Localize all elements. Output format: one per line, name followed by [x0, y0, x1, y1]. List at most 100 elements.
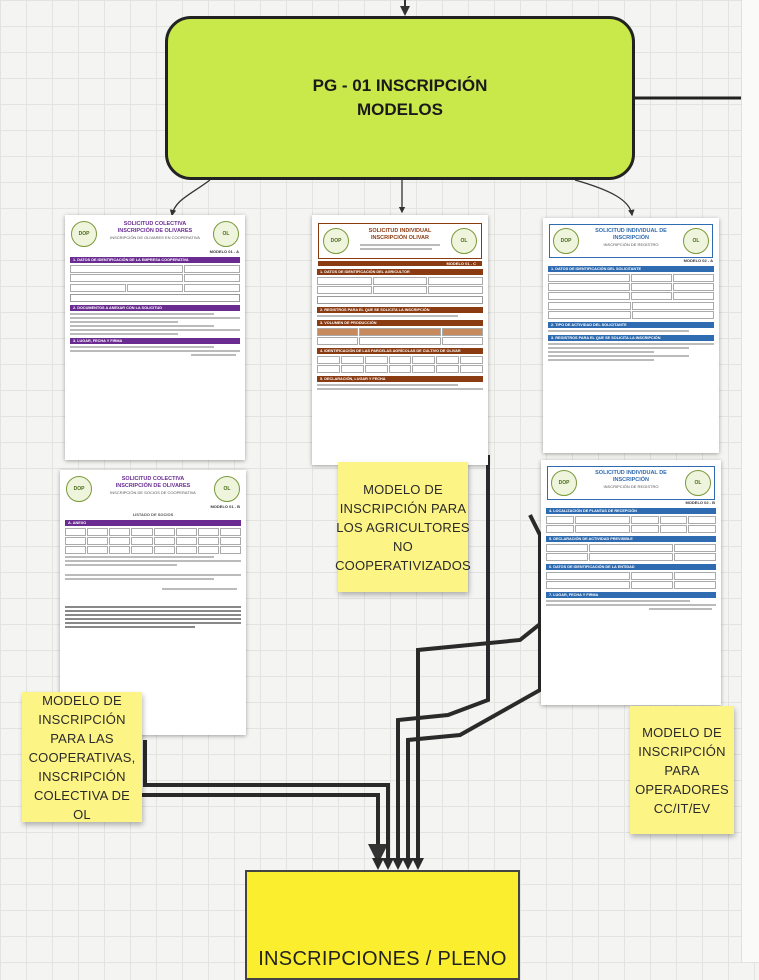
- main-process-node[interactable]: PG - 01 INSCRIPCIÓN MODELOS: [165, 16, 635, 180]
- farmer-prod-table: [317, 328, 483, 345]
- coop-fields: [70, 265, 240, 282]
- dense-text: [65, 606, 241, 608]
- coop-field: [70, 294, 240, 302]
- operator-form-1-thumbnail[interactable]: DOP SOLICITUD INDIVIDUAL DE INSCRIPCIÓN …: [543, 218, 719, 453]
- text-line: [360, 244, 440, 246]
- sticky-cooperativas-text: MODELO DE INSCRIPCIÓN PARA LAS COOPERATI…: [28, 692, 136, 822]
- dense-text: [65, 610, 241, 612]
- annex-subtitle: LISTADO DE SOCIOS: [132, 512, 174, 517]
- text-line: [65, 564, 177, 566]
- text-line: [317, 315, 458, 317]
- coop-section-1: 1. DATOS DE IDENTIFICACIÓN DE LA EMPRESA…: [70, 257, 240, 263]
- oper2-section-2: 5. DECLARACIÓN DE ACTIVIDAD PREVISIBLE: [546, 536, 716, 542]
- oper2-section-1: 4. LOCALIZACIÓN DE PLANTAS DE RECEPCIÓN: [546, 508, 716, 514]
- inscripciones-pleno-node[interactable]: INSCRIPCIONES / PLENO: [245, 870, 520, 980]
- coop-annex-thumbnail[interactable]: DOP SOLICITUD COLECTIVA INSCRIPCIÓN DE O…: [60, 470, 246, 735]
- oper2-code: MODELO 02 - B: [685, 500, 715, 505]
- annex-section-1: A. ANEXO: [65, 520, 241, 526]
- text-line: [548, 330, 689, 332]
- oper1-section-3: 3. REGISTROS PARA EL QUE SE SOLICITA LA …: [548, 335, 714, 341]
- farmer-form-thumbnail[interactable]: DOP SOLICITUD INDIVIDUAL INSCRIPCIÓN OLI…: [312, 215, 488, 465]
- text-line: [191, 354, 236, 356]
- farmer-parcel-table: [317, 356, 483, 373]
- olive-seal-icon: DOP: [551, 470, 577, 496]
- farmer-section-1: 1. DATOS DE IDENTIFICACIÓN DEL AGRICULTO…: [317, 269, 483, 275]
- oper2-title-2: INSCRIPCIÓN DE REGISTRO: [603, 484, 659, 489]
- farmer-section-5: 5. DECLARACIÓN, LUGAR Y FECHA: [317, 376, 483, 382]
- text-line: [70, 325, 214, 327]
- dense-text: [65, 618, 241, 620]
- farmer-fields: [317, 277, 483, 294]
- sticky-note-cooperativas[interactable]: MODELO DE INSCRIPCIÓN PARA LAS COOPERATI…: [22, 692, 142, 822]
- farmer-section-4: 4. IDENTIFICACIÓN DE LAS PARCELAS AGRÍCO…: [317, 348, 483, 354]
- olive-seal-icon: DOP: [323, 228, 349, 254]
- operator-form-2-thumbnail[interactable]: DOP SOLICITUD INDIVIDUAL DE INSCRIPCIÓN …: [541, 460, 721, 705]
- text-line: [548, 355, 689, 357]
- text-line: [70, 350, 240, 352]
- olive-logo-icon: OL: [685, 470, 711, 496]
- text-line: [70, 333, 178, 335]
- coop-form-thumbnail[interactable]: DOP SOLICITUD COLECTIVA INSCRIPCIÓN DE O…: [65, 215, 245, 460]
- annex-title-3: INSCRIPCIÓN DE SOCIOS DE COOPERATIVA: [110, 490, 196, 495]
- text-line: [70, 329, 240, 331]
- text-line: [65, 574, 241, 576]
- text-line: [548, 347, 689, 349]
- sticky-agricultores-text: MODELO DE INSCRIPCIÓN PARA LOS AGRICULTO…: [335, 481, 471, 573]
- oper2-plant-table: [546, 516, 716, 533]
- olive-logo-icon: OL: [683, 228, 709, 254]
- coop-code: MODELO 01 - A: [209, 249, 239, 254]
- coop-fields-2: [70, 284, 240, 292]
- branch-arrows: [169, 179, 635, 217]
- oper1-section-2: 2. TIPO DE ACTIVIDAD DEL SOLICITANTE: [548, 322, 714, 328]
- coop-title-3: INSCRIPCIÓN DE OLIVARES EN COOPERATIVA: [110, 235, 200, 240]
- annex-table: [65, 528, 241, 554]
- farmer-section-3: 3. VOLUMEN DE PRODUCCIÓN: [317, 320, 483, 326]
- text-line: [162, 588, 237, 590]
- dense-text: [65, 626, 196, 628]
- text-line: [546, 600, 690, 602]
- dense-text: [65, 622, 241, 624]
- farmer-section-2: 2. REGISTROS PARA EL QUE SE SOLICITA LA …: [317, 307, 483, 313]
- text-line: [360, 248, 432, 250]
- text-line: [548, 343, 714, 345]
- sticky-note-agricultores[interactable]: MODELO DE INSCRIPCIÓN PARA LOS AGRICULTO…: [335, 462, 471, 592]
- oper2-activity-table: [546, 544, 716, 561]
- farmer-field: [317, 296, 483, 304]
- oper1-title-1: SOLICITUD INDIVIDUAL DE INSCRIPCIÓN: [595, 228, 667, 241]
- annex-title-1: SOLICITUD COLECTIVA: [121, 476, 185, 482]
- dense-text: [65, 614, 241, 616]
- olive-logo-icon: OL: [214, 476, 240, 502]
- oper2-section-3: 6. DATOS DE IDENTIFICACIÓN DE LA ENTIDAD: [546, 564, 716, 570]
- text-line: [649, 608, 712, 610]
- farmer-title-1: SOLICITUD INDIVIDUAL INSCRIPCIÓN OLIVAR: [368, 228, 432, 241]
- text-line: [70, 321, 178, 323]
- oper1-fields-2: [548, 302, 714, 319]
- text-line: [317, 388, 483, 390]
- canvas-edge: [741, 0, 759, 962]
- main-node-title-line1: PG - 01 INSCRIPCIÓN: [312, 76, 488, 95]
- main-node-title-line2: MODELOS: [357, 100, 443, 119]
- sticky-note-operadores[interactable]: MODELO DE INSCRIPCIÓN PARA OPERADORES CC…: [630, 706, 734, 834]
- olive-seal-icon: DOP: [66, 476, 92, 502]
- coop-section-2: 2. DOCUMENTOS A ANEXAR CON LA SOLICITUD: [70, 305, 240, 311]
- oper2-title-1: SOLICITUD INDIVIDUAL DE INSCRIPCIÓN: [595, 470, 667, 483]
- text-line: [317, 384, 458, 386]
- coop-section-3: 3. LUGAR, FECHA Y FIRMA: [70, 338, 240, 344]
- oper1-section-1: 1. DATOS DE IDENTIFICACIÓN DEL SOLICITAN…: [548, 266, 714, 272]
- olive-seal-icon: DOP: [553, 228, 579, 254]
- sticky-operadores-text: MODELO DE INSCRIPCIÓN PARA OPERADORES CC…: [635, 724, 729, 816]
- annex-code: MODELO 01 - B: [210, 504, 240, 509]
- text-line: [70, 317, 240, 319]
- merge-lines: [86, 455, 547, 864]
- oper2-section-4: 7. LUGAR, FECHA Y FIRMA: [546, 592, 716, 598]
- bottom-node-label: INSCRIPCIONES / PLENO: [258, 948, 507, 970]
- text-line: [65, 578, 214, 580]
- olive-logo-icon: OL: [451, 228, 477, 254]
- oper1-code: MODELO 02 - A: [683, 258, 713, 263]
- annex-title-2: INSCRIPCIÓN DE OLIVARES: [115, 483, 191, 489]
- text-line: [548, 359, 654, 361]
- text-line: [70, 346, 214, 348]
- text-line: [548, 351, 654, 353]
- text-line: [546, 604, 716, 606]
